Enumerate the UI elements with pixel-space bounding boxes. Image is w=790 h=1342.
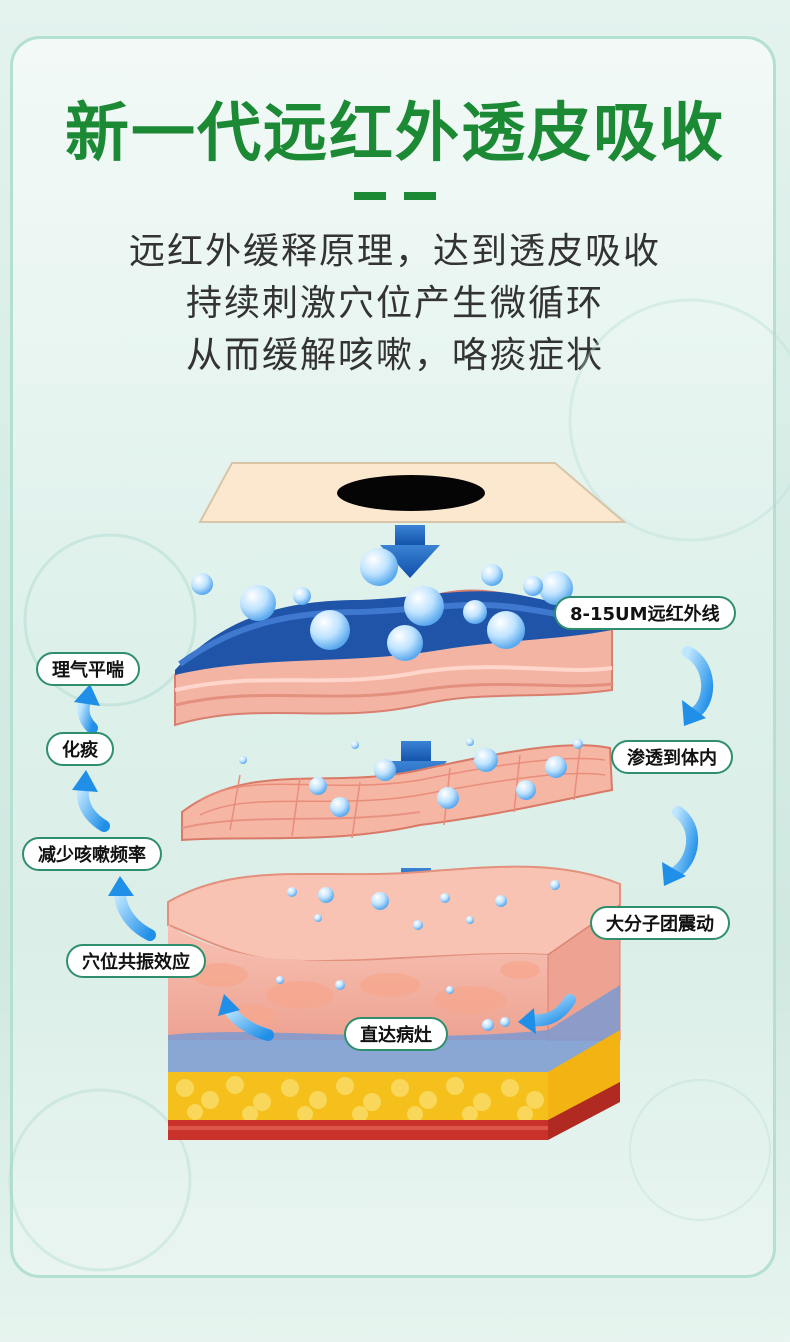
bottom-bubbles bbox=[276, 880, 560, 1031]
subtitle-line-1: 远红外缓释原理，达到透皮吸收 bbox=[128, 231, 661, 272]
subtitle-line-3: 从而缓解咳嗽，咯痰症状 bbox=[185, 335, 604, 376]
patch-center bbox=[337, 475, 485, 511]
subtitle-line-2: 持续刺激穴位产生微循环 bbox=[185, 283, 604, 324]
down-arrow-1 bbox=[380, 525, 440, 578]
background-bubbles bbox=[8, 298, 790, 1272]
top-skin-layer bbox=[174, 589, 613, 727]
curve-arrow-left-3 bbox=[72, 770, 110, 832]
bottom-skin-block bbox=[167, 865, 621, 1140]
curve-arrow-left-2 bbox=[108, 876, 156, 941]
label-infrared: 8-15UM远红外线 bbox=[554, 596, 736, 630]
middle-bubbles bbox=[239, 738, 583, 817]
curve-arrow-left-4 bbox=[74, 684, 100, 734]
label-phlegm: 化痰 bbox=[46, 732, 114, 766]
label-reach: 直达病灶 bbox=[344, 1017, 448, 1051]
page-title: 新一代远红外透皮吸收 bbox=[65, 97, 725, 171]
label-reduce: 减少咳嗽频率 bbox=[22, 837, 162, 871]
curve-arrow-left-1 bbox=[218, 994, 274, 1041]
title-divider-right bbox=[404, 192, 436, 200]
label-qi: 理气平喘 bbox=[36, 652, 140, 686]
curve-arrow-right-2 bbox=[662, 806, 698, 886]
curve-arrow-right-3 bbox=[518, 994, 576, 1034]
label-vibrate: 大分子团震动 bbox=[590, 906, 730, 940]
label-resonance: 穴位共振效应 bbox=[66, 944, 206, 978]
label-penetrate: 渗透到体内 bbox=[611, 740, 733, 774]
curve-arrow-right-1 bbox=[682, 646, 714, 726]
title-divider-left bbox=[354, 192, 386, 200]
top-bubbles bbox=[191, 548, 573, 661]
